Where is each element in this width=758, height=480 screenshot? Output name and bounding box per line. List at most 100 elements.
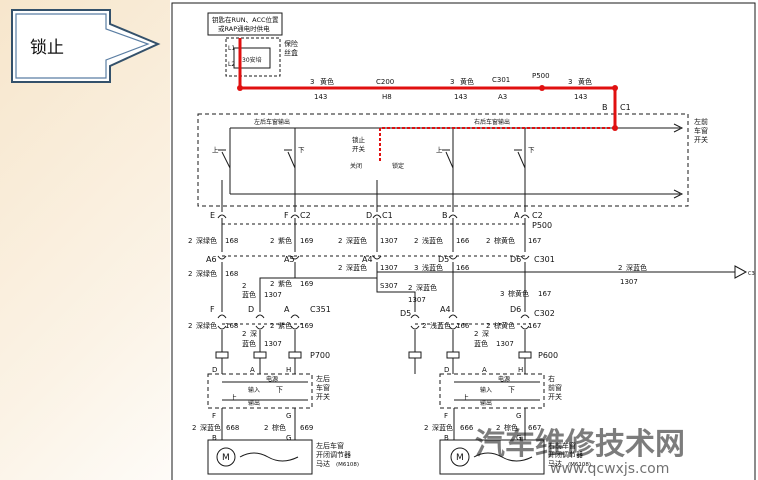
bl-pin-1: B [212, 434, 217, 442]
bwl-0-circuit: 668 [226, 424, 239, 432]
front-switch-title-3: 开关 [694, 135, 708, 144]
w167-mid-color: 棕黄色 [508, 289, 529, 298]
switch-up-1: 上 [212, 145, 219, 154]
top-wire-color-2: 黄色 [460, 77, 474, 86]
wire-row2-2-circuit: 166 [456, 264, 470, 272]
c301-pin-0: A6 [206, 255, 217, 264]
fuse-element [233, 47, 271, 69]
w167-mid-gauge: 3 [500, 290, 504, 298]
wire-row1-1-gauge: 2 [270, 237, 274, 245]
wiring-diagram: 钥匙在RUN、ACC位置 或RAP通电时供电 保险 丝盒 L1 L2 30安培 … [170, 0, 758, 480]
wire-row2-0-color: 深绿色 [196, 269, 217, 278]
w1307-right-low-color2: 蓝色 [474, 339, 488, 348]
rls-power: 电源 [266, 375, 278, 383]
motor-left-line3: 马达 [316, 459, 330, 468]
rrs-pin-top-2: H [518, 366, 523, 374]
s307-out-gauge: 2 [408, 284, 412, 292]
fuse-term-1: L1 [228, 45, 235, 52]
callout-arrow: 锁止 [11, 9, 161, 83]
w1307a-gauge: 2 [242, 282, 246, 290]
br-pin-2: G [516, 412, 521, 420]
splice-s307: S307 [380, 282, 398, 290]
w1307-right-low-gauge: 2 [474, 330, 478, 338]
wire-row1-0-gauge: 2 [188, 237, 192, 245]
power-source-line2: 或RAP通电时供电 [218, 24, 270, 33]
bl-pin-0: F [212, 412, 216, 420]
motor-right-line3: 马达 [548, 459, 562, 468]
w169-circuit: 169 [300, 280, 313, 288]
wire-row1-4-circuit: 167 [528, 237, 541, 245]
rrs-pin-top-0: D [444, 366, 449, 374]
right-rear-output-label: 右后车窗输出 [474, 118, 510, 126]
top-wire-circuit-3: 143 [574, 93, 587, 101]
pin-row1-2: D [366, 211, 372, 220]
p500-row1-label: P500 [532, 221, 552, 230]
rls-pin-top-0: D [212, 366, 217, 374]
wire-row1-0-color: 深绿色 [196, 236, 217, 245]
wire-row3-right-0-color: 浅蓝色 [430, 321, 451, 330]
top-wire-gauge-2: 3 [450, 78, 454, 86]
rrs-down: 下 [508, 386, 515, 394]
diagram-frame [171, 2, 756, 480]
c351-pin-0: F [210, 305, 215, 314]
motor-left-symbol [216, 447, 236, 467]
fuse-term-2: L2 [228, 61, 235, 68]
red-node-3 [612, 125, 618, 131]
branch-out-gauge: 2 [618, 264, 622, 272]
bwr-0-color: 深蓝色 [432, 423, 453, 432]
power-source-box [207, 12, 283, 36]
w169-color: 紫色 [278, 279, 292, 288]
wire-row3-left-1-color: 紫色 [278, 321, 292, 330]
pin-row1-4: A [514, 211, 520, 220]
wire-row3-left-1-gauge: 2 [270, 322, 274, 330]
c301-label-top: C301 [492, 76, 510, 84]
wire-row3-right-1-gauge: 2 [486, 322, 490, 330]
c351-pin-1: D [248, 305, 254, 314]
bl-pin-3: G [286, 434, 291, 442]
fuse-label-2: 丝盒 [284, 48, 298, 57]
wire-row3-right-1-color: 棕黄色 [494, 321, 515, 330]
motor-right-code: (M6108) [568, 462, 591, 468]
rls-input: 输入 [248, 386, 260, 394]
wire-row1-4-color: 棕黄色 [494, 236, 515, 245]
branch-out-circuit: 1307 [620, 278, 638, 286]
motor-left-code: (M6108) [336, 462, 359, 468]
c200-label: C200 [376, 78, 394, 86]
w1307-left-low-color2: 蓝色 [242, 339, 256, 348]
c302-conn: C302 [534, 309, 555, 318]
bwl-1-circuit: 669 [300, 424, 313, 432]
wire-row1-2-circuit: 1307 [380, 237, 398, 245]
w1307-left-low-circuit: 1307 [264, 340, 282, 348]
top-wire-circuit-2: 143 [454, 93, 467, 101]
bwr-0-gauge: 2 [424, 424, 428, 432]
rls-up: 上 [230, 393, 237, 402]
p500-splice-node [539, 85, 545, 91]
red-node-1 [237, 85, 243, 91]
lock-switch-label-1: 锁止 [352, 135, 366, 144]
c351-pin-2: A [284, 305, 290, 314]
pin-row1-0: E [210, 211, 215, 220]
rrs-title-1: 右 [548, 374, 555, 383]
branch-out-color: 深蓝色 [626, 263, 647, 272]
bwl-1-color: 棕色 [272, 423, 286, 432]
p700-label: P700 [310, 351, 330, 360]
red-node-2 [612, 85, 618, 91]
fuse-value: 30安培 [242, 56, 262, 64]
lock-switch-lock: 锁定 [392, 162, 404, 170]
p500-splice-label: P500 [532, 72, 550, 80]
switch-down-1: 下 [298, 146, 305, 154]
bwl-0-gauge: 2 [192, 424, 196, 432]
wire-row2-1-circuit: 1307 [380, 264, 398, 272]
pin-row1-1: F [284, 211, 289, 220]
motor-left-M: M [222, 453, 230, 463]
wire-row1-3-color: 浅蓝色 [422, 236, 443, 245]
callout-label: 锁止 [30, 38, 64, 58]
top-wire-end-conn: C1 [620, 103, 631, 112]
top-wire-gauge-3: 3 [568, 78, 572, 86]
rrs-title-3: 开关 [548, 392, 562, 401]
motor-left-line2: 开闭调节器 [316, 450, 351, 459]
br-pin-1: B [444, 434, 449, 442]
rrs-title-2: 前窗 [548, 383, 562, 392]
rls-down: 下 [276, 386, 283, 394]
rls-title-2: 车窗 [316, 383, 330, 392]
